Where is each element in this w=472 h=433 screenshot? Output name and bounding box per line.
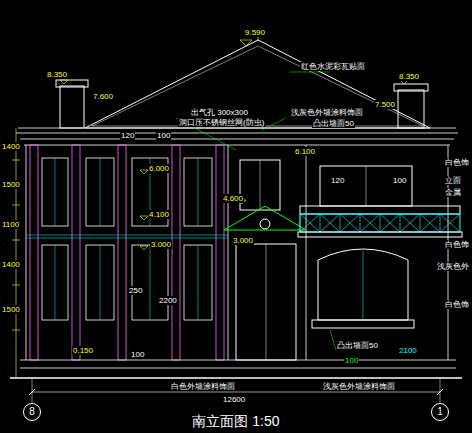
axis-circle: 1: [431, 403, 449, 421]
annotation-label: 1100: [1, 220, 20, 229]
annotation-label: 3.000: [150, 240, 172, 249]
annotation-label: 1400: [1, 142, 21, 151]
annotation-label: 1400: [1, 260, 21, 269]
annotation-label: 3.000: [232, 236, 254, 245]
drawing-title: 南立面图 1:50: [190, 413, 281, 429]
annotation-label: 100: [392, 176, 407, 185]
annotation-label: 8.350: [46, 70, 68, 79]
annotation-label: 洞口压不锈钢丝网(防虫): [178, 118, 265, 127]
annotation-label: 凸出墙面50: [336, 341, 379, 350]
annotation-label: 凸出墙面50: [312, 119, 355, 128]
annotation-label: 6.100: [294, 147, 316, 156]
annotation-label: 浅灰色外墙涂料饰面: [322, 382, 396, 391]
axis-number: 1: [437, 407, 443, 417]
annotation-label: 7.600: [92, 92, 114, 101]
annotation-label: 2200: [158, 296, 178, 305]
annotation-label: 12600: [222, 395, 246, 404]
annotation-label: 1500: [1, 180, 21, 189]
axis-circle: 8: [23, 403, 41, 421]
annotation-label: 白色饰: [444, 158, 470, 167]
annotation-label: 120: [120, 131, 135, 140]
annotation-label: 白色饰: [444, 300, 470, 309]
annotation-label: 250: [128, 286, 143, 295]
annotation-label: 100: [130, 350, 145, 359]
annotation-label: 立面: [444, 176, 462, 185]
annotation-label: 白色外墙涂料饰面: [170, 382, 236, 391]
annotation-label: 浅灰色外墙涂料饰面: [290, 108, 364, 117]
annotation-label: 6.000: [148, 164, 170, 173]
annotation-label: 120: [330, 176, 345, 185]
annotation-label: 100: [344, 356, 359, 365]
annotation-label: 100: [156, 131, 171, 140]
annotation-label: 浅灰色外: [436, 262, 470, 271]
annotation-label: 8.350: [398, 72, 420, 81]
axis-number: 8: [29, 407, 35, 417]
annotation-label: 1500: [1, 305, 21, 314]
annotation-label: 0.150: [72, 346, 94, 355]
annotation-label: 出气孔 300x300: [190, 108, 249, 117]
annotation-label: 7.500: [374, 100, 396, 109]
annotation-label: 4.100: [148, 210, 170, 219]
annotation-label: 9.590: [244, 28, 266, 37]
annotation-label: 红色水泥彩瓦贴面: [300, 62, 366, 71]
annotation-label: 4.600: [222, 194, 244, 203]
annotation-label: 白色饰: [444, 240, 470, 249]
annotation-label: 2100: [398, 346, 418, 355]
annotation-label: 金属: [444, 188, 462, 197]
